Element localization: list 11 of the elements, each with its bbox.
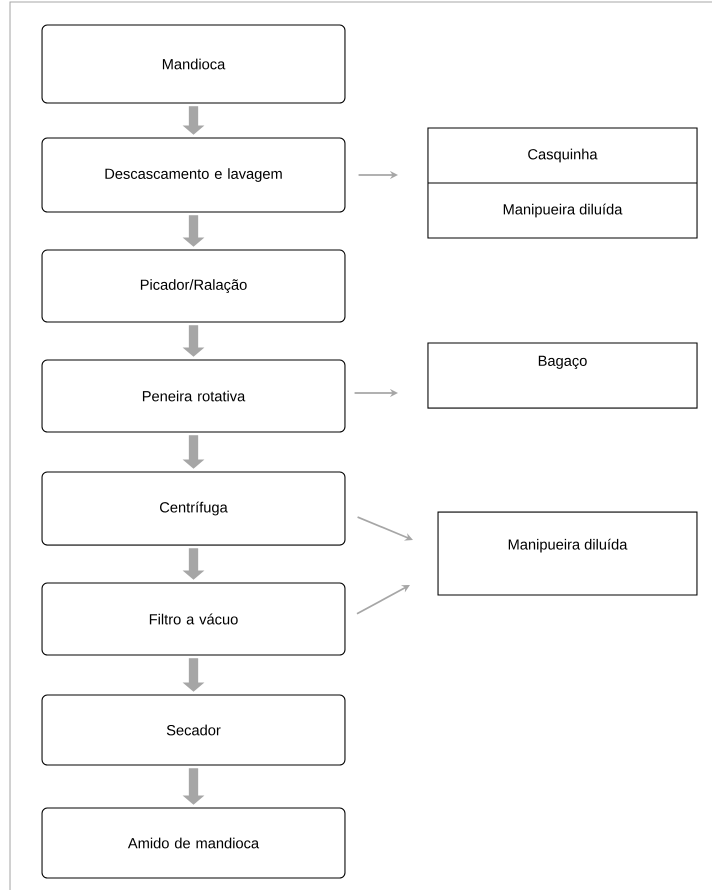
output-box: Bagaço bbox=[427, 342, 698, 409]
process-box: Descascamento e lavagem bbox=[42, 137, 346, 213]
process-box: Secador bbox=[42, 694, 346, 766]
process-box: Centrífuga bbox=[42, 471, 346, 546]
process-box: Filtro a vácuo bbox=[42, 582, 346, 656]
process-box: Mandioca bbox=[42, 24, 346, 104]
process-box: Peneira rotativa bbox=[42, 359, 346, 433]
output-box: Casquinha Manipueira diluída bbox=[427, 127, 698, 239]
output-box: Manipueira diluída bbox=[438, 512, 698, 596]
process-box: Picador/Ralação bbox=[42, 249, 346, 323]
process-box: Amido de mandioca bbox=[42, 807, 346, 879]
